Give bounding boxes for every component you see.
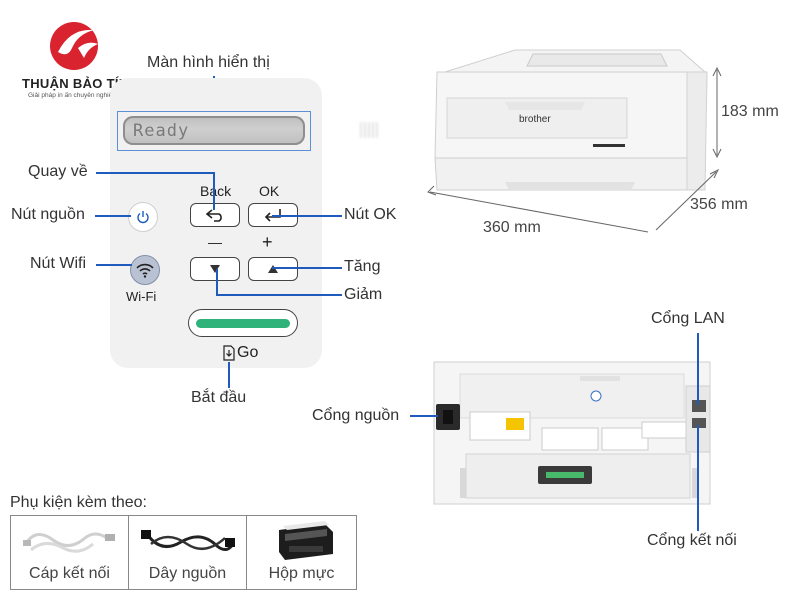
power-button[interactable]: [128, 202, 158, 232]
back-arrow-icon: [205, 209, 222, 222]
display-callout: Màn hình hiển thị: [147, 54, 270, 71]
lan-callout-line: [697, 333, 699, 405]
wifi-label: Wi-Fi: [126, 289, 157, 304]
wifi-icon: [136, 263, 154, 278]
lcd-text: Ready: [133, 121, 190, 141]
go-icon: [222, 345, 236, 366]
width-dimension: 360 mm: [483, 219, 541, 236]
printer-brand-logo: brother: [519, 114, 551, 125]
wifi-button[interactable]: [130, 255, 160, 285]
ok-key-label: OK: [259, 183, 280, 199]
accessory-label: Dây nguồn: [148, 565, 227, 582]
increase-button[interactable]: [248, 257, 298, 281]
printer-front-view: [434, 49, 708, 191]
back-callout: Quay về: [28, 163, 88, 180]
lcd-display: [123, 116, 305, 145]
accessory-cable-cell: Cáp kết nối: [11, 516, 129, 589]
go-button[interactable]: [188, 309, 298, 337]
accessory-label: Hộp mực: [268, 565, 335, 582]
logo-mark-icon: [50, 22, 98, 70]
back-callout-line-v: [213, 172, 215, 210]
back-key-label: Back: [200, 183, 232, 199]
dimension-lines: [427, 66, 722, 233]
lcd-highlight-frame: [117, 111, 311, 151]
enter-arrow-icon: [264, 209, 281, 222]
decrease-callout-line-v: [216, 269, 218, 295]
power-icon: [137, 211, 149, 224]
toner-cartridge-icon: [279, 521, 333, 560]
accessory-toner-cell: Hộp mực: [247, 516, 356, 589]
blur-mark: [360, 122, 380, 138]
logo-brand: THUẬN BẢO TÍN: [22, 76, 129, 91]
usb-cable-icon: [23, 532, 115, 553]
go-green-bar: [196, 318, 290, 328]
accessory-label: Cáp kết nối: [29, 565, 110, 582]
back-callout-line-h: [96, 172, 214, 174]
triangle-down-icon: [210, 265, 220, 273]
power-port-callout-line: [410, 415, 438, 417]
start-callout: Bắt đầu: [191, 389, 247, 406]
height-dimension: 183 mm: [721, 103, 779, 120]
usb-port-callout: Cổng kết nối: [647, 532, 737, 549]
go-label: Go: [237, 344, 259, 361]
back-button[interactable]: [190, 203, 240, 227]
plus-key-label: +: [262, 232, 273, 252]
wifi-callout: Nút Wifi: [30, 255, 86, 272]
power-port-callout: Cổng nguồn: [312, 407, 400, 424]
lan-port-callout: Cổng LAN: [651, 310, 725, 327]
logo: [48, 18, 104, 74]
power-cord-icon: [141, 530, 235, 551]
accessories-table: Cáp kết nối Dây nguồn Hộp mực: [10, 515, 357, 590]
power-callout: Nút nguồn: [11, 206, 85, 223]
accessories-title: Phụ kiện kèm theo:: [10, 494, 147, 511]
minus-key-label: —: [208, 234, 222, 250]
printer-back-view: [433, 361, 711, 505]
decrease-button[interactable]: [190, 257, 240, 281]
decrease-callout: Giảm: [344, 286, 383, 303]
increase-callout: Tăng: [344, 258, 381, 275]
ok-callout: Nút OK: [344, 206, 397, 223]
accessory-power-cord-cell: Dây nguồn: [129, 516, 247, 589]
wifi-callout-line: [96, 264, 132, 266]
triangle-up-icon: [268, 265, 278, 273]
increase-callout-line: [272, 267, 342, 269]
decrease-callout-line-h: [216, 294, 342, 296]
start-callout-line: [228, 362, 230, 388]
logo-tagline: Giải pháp in ấn chuyên nghiệp: [28, 92, 116, 99]
depth-dimension: 356 mm: [690, 196, 748, 213]
power-callout-line: [95, 215, 131, 217]
ok-callout-line: [272, 215, 342, 217]
usb-callout-line: [697, 425, 699, 531]
